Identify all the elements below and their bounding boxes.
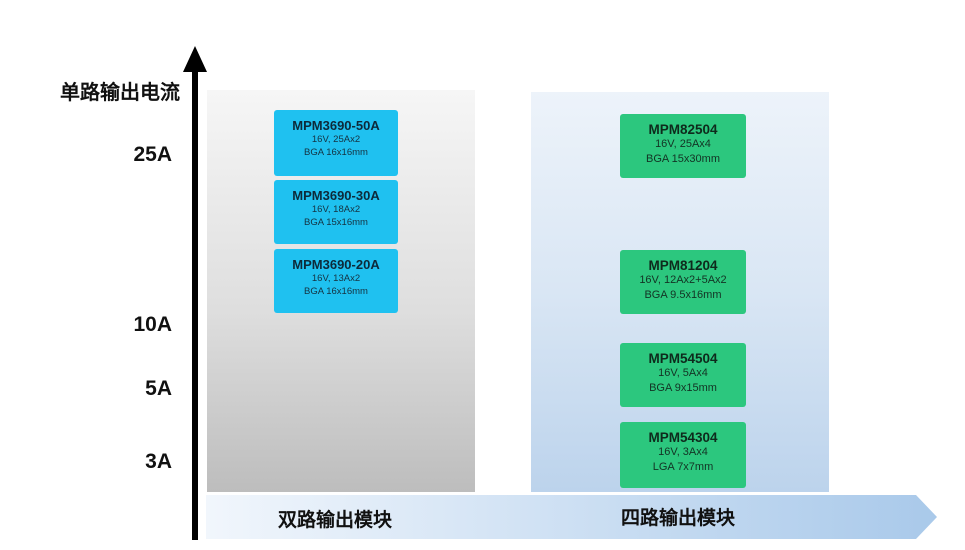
module-card-mpm54504: MPM54504 16V, 5Ax4 BGA 9x15mm	[620, 343, 746, 407]
module-card-mpm3690-20a: MPM3690-20A 16V, 13Ax2 BGA 16x16mm	[274, 249, 398, 313]
module-spec: 16V, 25Ax2	[311, 134, 361, 145]
module-name: MPM54504	[648, 351, 718, 366]
module-spec: 16V, 5Ax4	[658, 367, 708, 379]
y-axis-title: 单路输出电流	[60, 82, 180, 104]
module-package: BGA 16x16mm	[304, 286, 368, 297]
module-card-mpm82504: MPM82504 16V, 25Ax4 BGA 15x30mm	[620, 114, 746, 178]
tick-label-10a: 10A	[133, 313, 172, 336]
tick-label-5a: 5A	[145, 377, 172, 400]
module-spec: 16V, 12Ax2+5Ax2	[639, 274, 727, 286]
tick-label-3a: 3A	[145, 450, 172, 473]
category-arrow-bar	[206, 495, 937, 539]
module-name: MPM82504	[648, 122, 718, 137]
tick-label-25a: 25A	[133, 143, 172, 166]
group-label-quad: 四路输出模块	[621, 508, 736, 529]
module-card-mpm3690-30a: MPM3690-30A 16V, 18Ax2 BGA 15x16mm	[274, 180, 398, 244]
module-name: MPM54304	[648, 430, 718, 445]
module-package: BGA 15x30mm	[646, 153, 720, 165]
module-name: MPM81204	[648, 258, 718, 273]
module-package: BGA 15x16mm	[304, 217, 368, 228]
module-name: MPM3690-30A	[292, 188, 380, 203]
category-arrow-shape	[206, 495, 937, 539]
module-card-mpm3690-50a: MPM3690-50A 16V, 25Ax2 BGA 16x16mm	[274, 110, 398, 176]
module-package: LGA 7x7mm	[652, 461, 714, 473]
module-package: BGA 9x15mm	[649, 382, 717, 394]
group-label-dual: 双路输出模块	[278, 510, 393, 531]
module-name: MPM3690-20A	[292, 257, 380, 272]
module-spec: 16V, 13Ax2	[311, 273, 361, 284]
module-name: MPM3690-50A	[292, 118, 380, 133]
module-spec: 16V, 3Ax4	[658, 446, 708, 458]
module-card-mpm54304: MPM54304 16V, 3Ax4 LGA 7x7mm	[620, 422, 746, 488]
module-card-mpm81204: MPM81204 16V, 12Ax2+5Ax2 BGA 9.5x16mm	[620, 250, 746, 314]
module-package: BGA 9.5x16mm	[644, 289, 722, 301]
y-axis-line	[192, 66, 198, 540]
module-package: BGA 16x16mm	[304, 147, 368, 158]
module-spec: 16V, 25Ax4	[655, 138, 711, 150]
module-spec: 16V, 18Ax2	[311, 204, 361, 215]
